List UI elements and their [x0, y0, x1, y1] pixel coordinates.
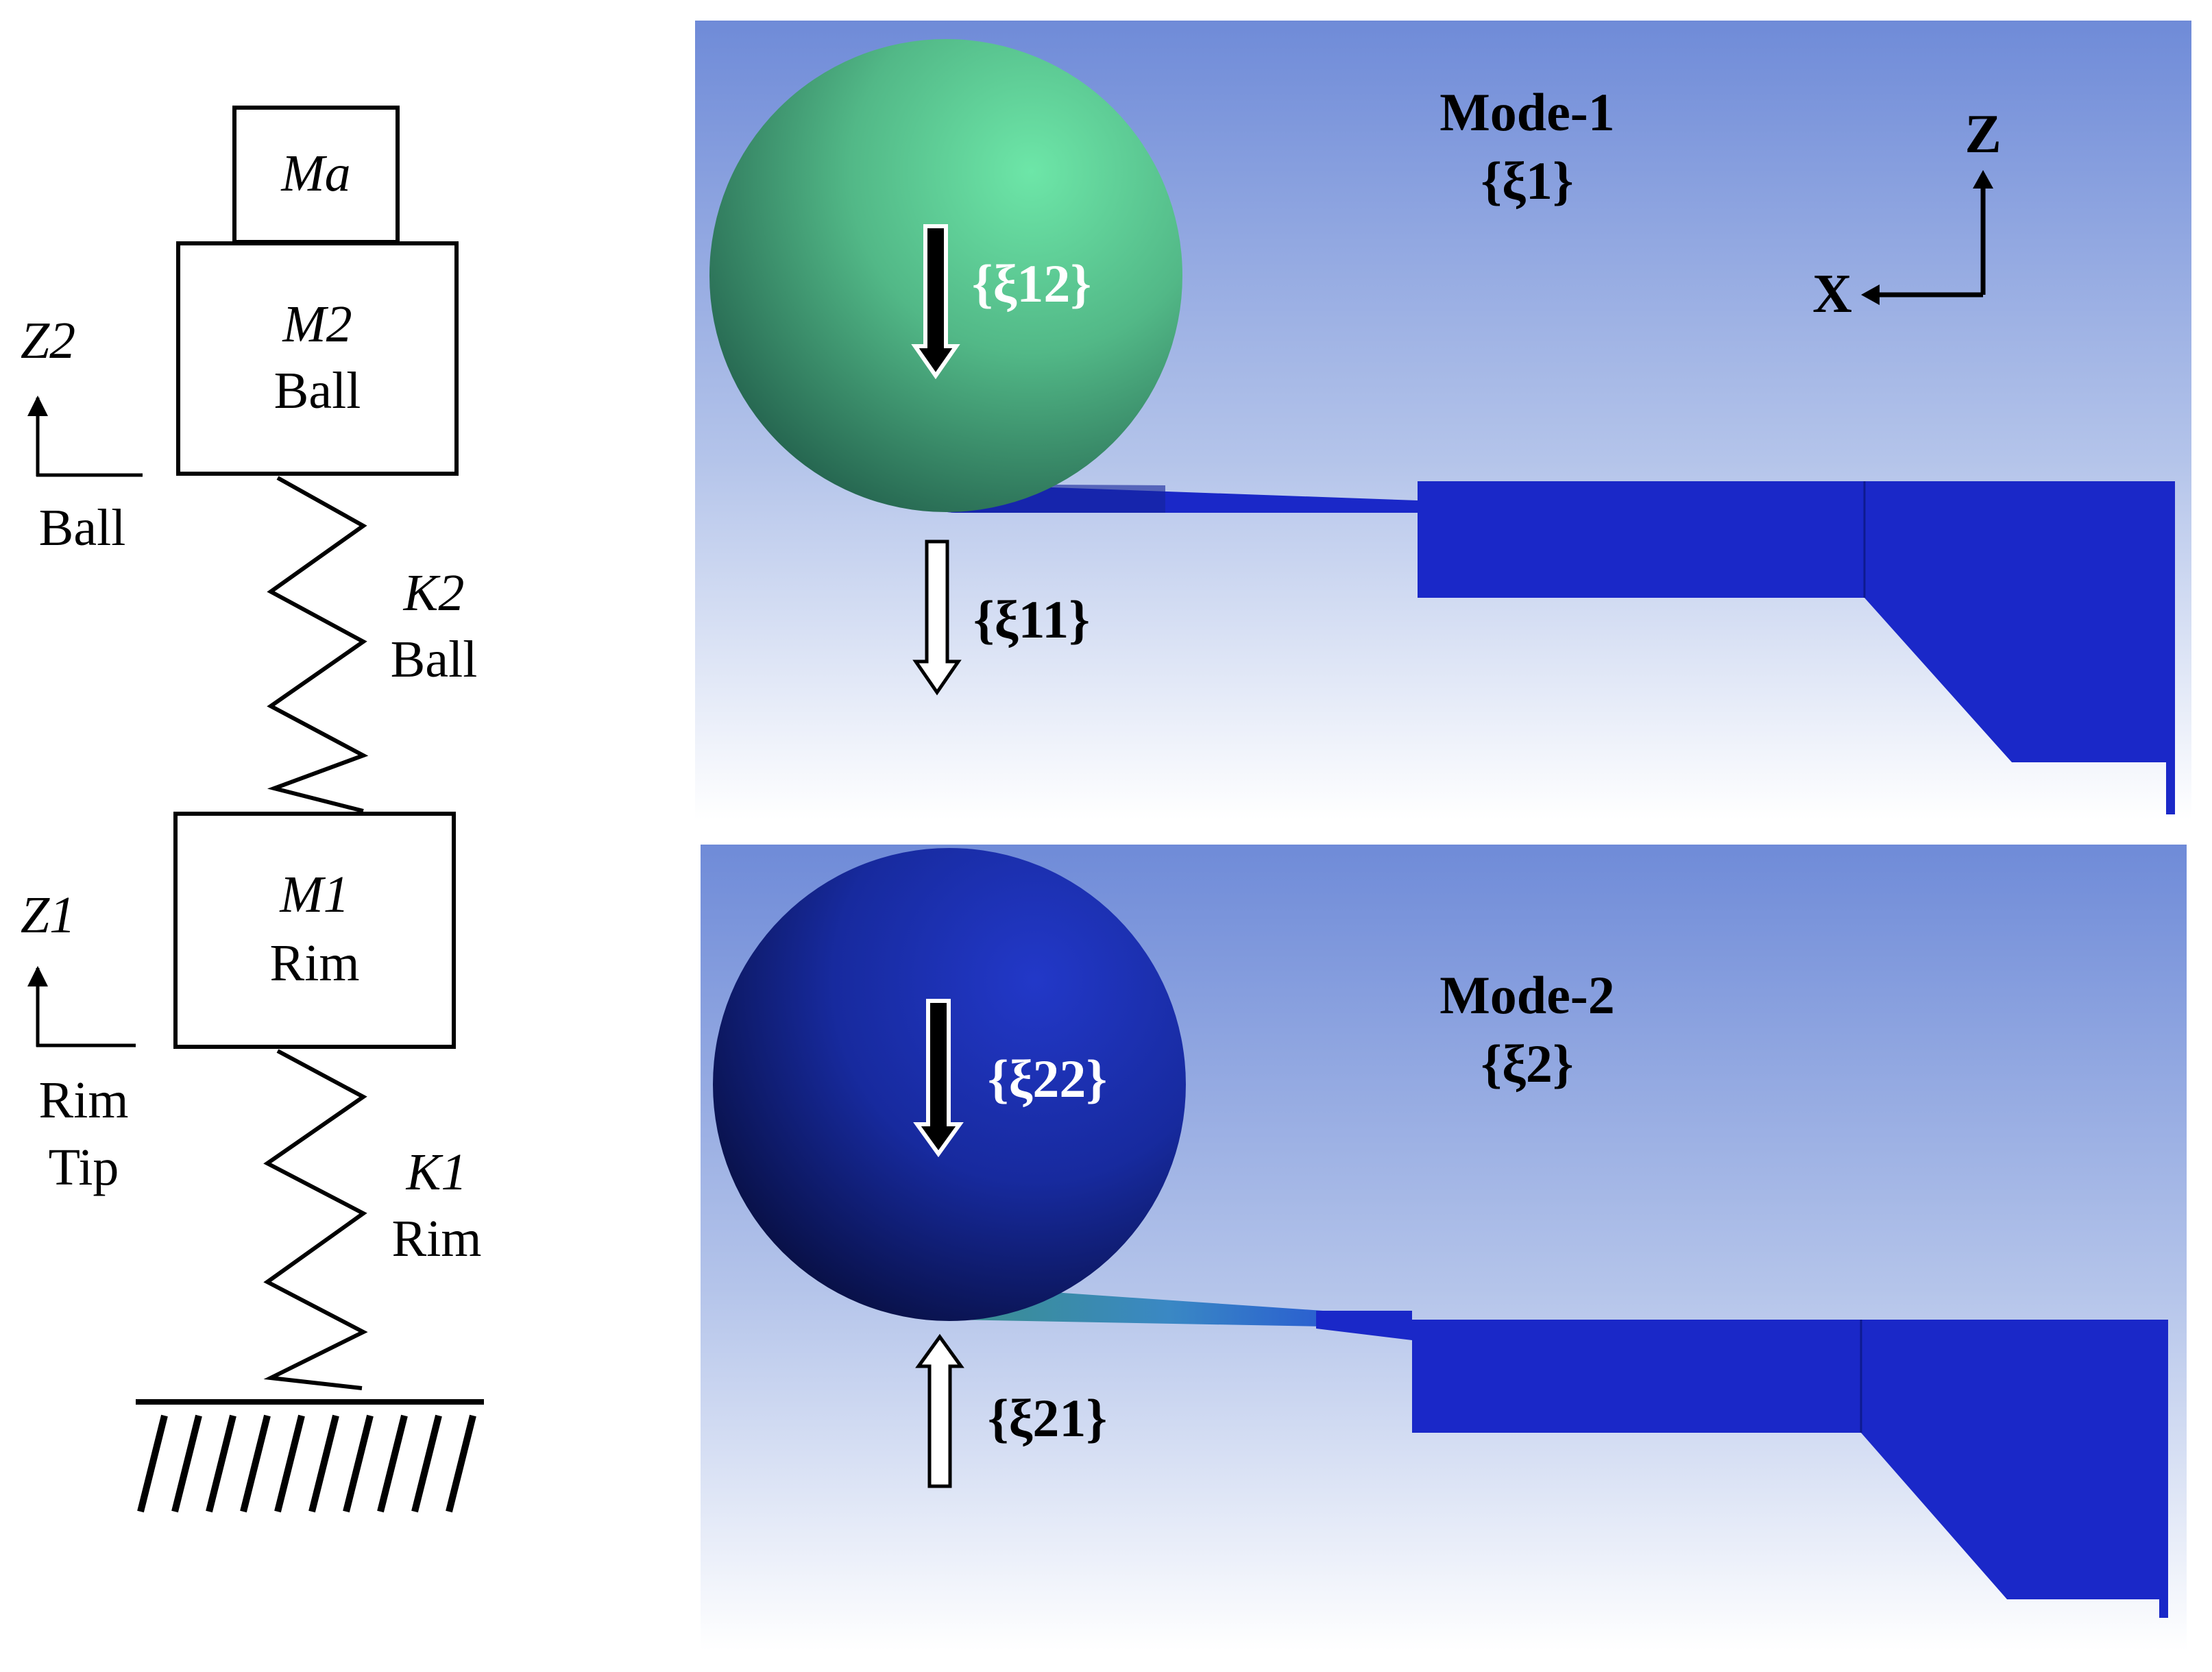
mode1-title: Mode-1 — [1439, 82, 1615, 142]
coord-rim-line2: Tip — [49, 1139, 119, 1196]
ground-hatch — [137, 1414, 476, 1513]
mode2-rim-label: {ξ21} — [988, 1388, 1107, 1448]
mass-ball-symbol: M2 — [282, 295, 352, 353]
axis-triad: Z X — [1812, 104, 2002, 324]
mode1-rim-label: {ξ11} — [973, 590, 1090, 649]
spring-ball — [267, 476, 369, 813]
mass-rim-symbol: M1 — [279, 866, 349, 923]
mode1-rim-arrow — [912, 540, 962, 696]
mode1-ball-label: {ξ12} — [972, 254, 1091, 313]
spring-ball-symbol: K2 — [403, 564, 465, 622]
mode2-panel: {ξ22} {ξ21} Mode-2 {ξ2} — [701, 845, 2187, 1651]
mode2-title: Mode-2 — [1439, 965, 1615, 1025]
mode1-vector: {ξ1} — [1481, 151, 1573, 210]
mode2-rim-structure — [1316, 1311, 2168, 1618]
spring-rim-symbol: K1 — [406, 1143, 467, 1201]
coord-rim-line1: Rim — [39, 1071, 129, 1129]
mode1-panel: {ξ12} {ξ11} Mode-1 {ξ1} Z X — [695, 21, 2191, 820]
mass-spring-schematic: Ma M2 Ball K2 Ball Z2 Ball M1 Rim K1 Rim… — [21, 106, 484, 1513]
axis-z-label: Z — [1965, 104, 2001, 165]
mode2-rim-arrow — [915, 1333, 964, 1488]
mass-rim-name: Rim — [270, 934, 360, 992]
mode2-vector: {ξ2} — [1481, 1034, 1573, 1093]
mass-ball-name: Ball — [274, 362, 361, 420]
mass-ball-box — [176, 241, 459, 476]
spring-ball-name: Ball — [391, 631, 478, 688]
axis-x-label: X — [1812, 264, 1852, 324]
coord-ball-name: Ball — [39, 499, 126, 557]
mode2-ball-arrow — [913, 999, 964, 1158]
mode1-ball-arrow — [911, 224, 960, 380]
mass-rim-box — [173, 812, 456, 1049]
coord-rim-symbol: Z1 — [21, 886, 75, 944]
mode2-ball-label: {ξ22} — [988, 1049, 1107, 1108]
spring-rim-name: Rim — [392, 1210, 482, 1268]
mass-ma-label: Ma — [280, 145, 350, 202]
coord-ball-symbol: Z2 — [21, 312, 75, 369]
spring-rim — [263, 1049, 368, 1390]
